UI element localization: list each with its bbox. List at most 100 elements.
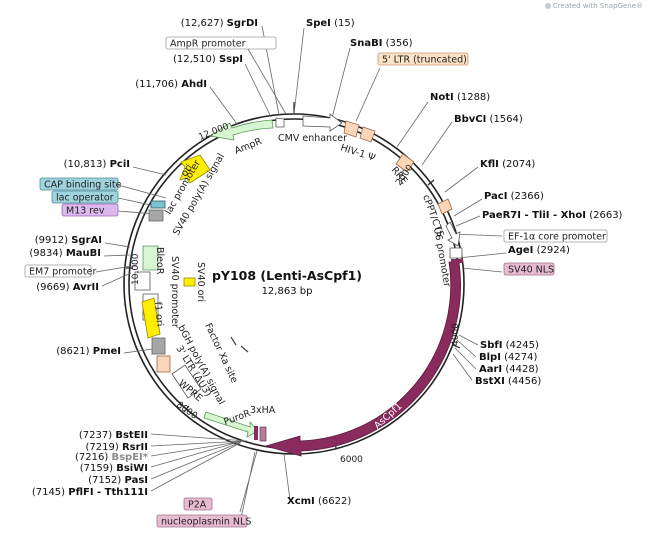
site-label-s27: XcmI (6622) (287, 496, 351, 507)
site-label-s3: SnaBI (356) (350, 38, 413, 49)
feature-label-f13: SV40 ori (195, 262, 206, 302)
site-label-s21: (7237) BstEII (79, 430, 148, 441)
boxed-label-b8: EM7 promoter (24, 264, 96, 278)
site-position: (7237) (79, 430, 112, 441)
rre-block (395, 153, 415, 173)
boxed-label-b9: P2A (183, 497, 213, 511)
site-name: BstXI (475, 376, 505, 387)
site-position: (12,627) (181, 18, 224, 29)
site-name: SbfI (480, 340, 502, 351)
site-label-s22: (7219) RsrII (86, 442, 148, 453)
f1-ori-block (141, 297, 161, 339)
3xha-block (259, 426, 267, 442)
boxed-label-b6: lac operator (51, 190, 119, 204)
boxed-label-b5: CAP binding site (39, 177, 122, 191)
factor-xa-mark (240, 345, 249, 353)
cppt-block (437, 198, 453, 215)
boxed-label-b2: 5' LTR (truncated) (377, 52, 469, 66)
site-position: (4456) (508, 376, 541, 387)
label-box (183, 497, 213, 511)
ef1a-block (449, 247, 463, 259)
site-label-s10: PacI (2366) (484, 191, 544, 202)
site-position: (356) (386, 38, 413, 49)
site-name: PciI (110, 159, 130, 170)
hiv-psi-block (359, 126, 376, 143)
site-position: (7219) (86, 442, 119, 453)
label-text: EF-1α core promoter (508, 232, 606, 243)
label-text: 5' LTR (truncated) (382, 55, 467, 66)
label-box (503, 262, 555, 276)
feature-label-f5: U6 promoter (431, 227, 452, 288)
boxed-label-b7: M13 rev (61, 203, 119, 217)
site-label-s24: (7159) BsiWI (80, 463, 148, 474)
label-box (51, 190, 119, 204)
tick-8000 (183, 405, 190, 413)
site-label-s20: BstXI (4456) (475, 376, 541, 387)
feature-label-f11: SV40 promoter (169, 256, 180, 328)
site-label-s1: (12,627) SgrDI (181, 18, 258, 29)
feature-label-f19: 3xHA (250, 405, 276, 416)
label-box (39, 177, 119, 191)
plasmid-name: pY108 (Lenti-AsCpf1) (212, 268, 362, 283)
label-text: AmpR promoter (170, 39, 246, 50)
site-name: AarI (479, 364, 502, 375)
site-name: SspI (219, 54, 243, 65)
tick-label-t5: 10,000 (131, 253, 141, 285)
u6-promoter-arrow (445, 221, 461, 247)
site-label-s19: AarI (4428) (479, 364, 539, 375)
site-position: (9669) (36, 282, 69, 293)
site-name: AgeI (508, 245, 533, 256)
site-position: (7145) (32, 487, 65, 498)
ascpf1-arrow (264, 261, 462, 457)
label-text: EM7 promoter (29, 267, 96, 278)
site-name: PacI (484, 191, 507, 202)
label-text: lac operator (56, 193, 114, 204)
site-name: RsrII (122, 442, 148, 453)
site-position: (2924) (537, 245, 570, 256)
cmv-enhancer-arrow (302, 113, 343, 132)
site-label-s13: (9912) SgrAI (35, 235, 102, 246)
site-label-s26: (7145) PflFI - Tth111I (32, 487, 148, 498)
feature-boxed-labels: AmpR promoter 5' LTR (truncated) EF-1α cor… (24, 36, 608, 528)
feature-label-f1: CMV enhancer (278, 133, 347, 144)
wpre-block (171, 364, 202, 399)
label-text: M13 rev (66, 206, 105, 217)
ampr-promoter-block (275, 117, 285, 128)
snapgene-logo-icon (544, 3, 551, 9)
site-name: SgrAI (71, 235, 102, 246)
site-position: (1564) (490, 114, 523, 125)
site-position: (9834) (29, 248, 62, 259)
tick-2000 (427, 179, 435, 186)
lac-block (150, 200, 166, 209)
label-text: SV40 NLS (508, 265, 554, 276)
label-box (156, 514, 248, 528)
site-position: (12,510) (173, 54, 216, 65)
site-position: (4274) (504, 352, 537, 363)
site-label-s9: KflI (2074) (480, 159, 535, 170)
site-position: (10,813) (64, 159, 107, 170)
site-position: (8621) (56, 346, 89, 357)
site-position: (4245) (506, 340, 539, 351)
site-name: XcmI (287, 496, 315, 507)
site-label-s23: (7216) BspEI* (75, 452, 149, 463)
tick-label-t2: 4000 (451, 323, 461, 346)
site-position: (1288) (457, 92, 490, 103)
bgh-polya-block (151, 337, 166, 355)
snapgene-watermark: Created with SnapGene® (544, 2, 643, 10)
site-name: PaeR7I - TliI - XhoI (482, 210, 586, 221)
label-text: CAP binding site (44, 180, 122, 191)
site-position: (9912) (35, 235, 68, 246)
site-name: SnaBI (350, 38, 382, 49)
label-text: P2A (188, 500, 207, 511)
site-position: (11,706) (135, 79, 178, 90)
label-text: nucleoplasmin NLS (161, 517, 251, 528)
site-position: (6622) (318, 496, 351, 507)
site-label-s18: BlpI (4274) (479, 352, 537, 363)
feature-label-f2: HIV-1 Ψ (339, 142, 377, 164)
site-position: (2074) (502, 159, 535, 170)
site-name: AvrII (73, 282, 99, 293)
p2a-block (254, 426, 258, 440)
site-name: BsiWI (116, 463, 148, 474)
